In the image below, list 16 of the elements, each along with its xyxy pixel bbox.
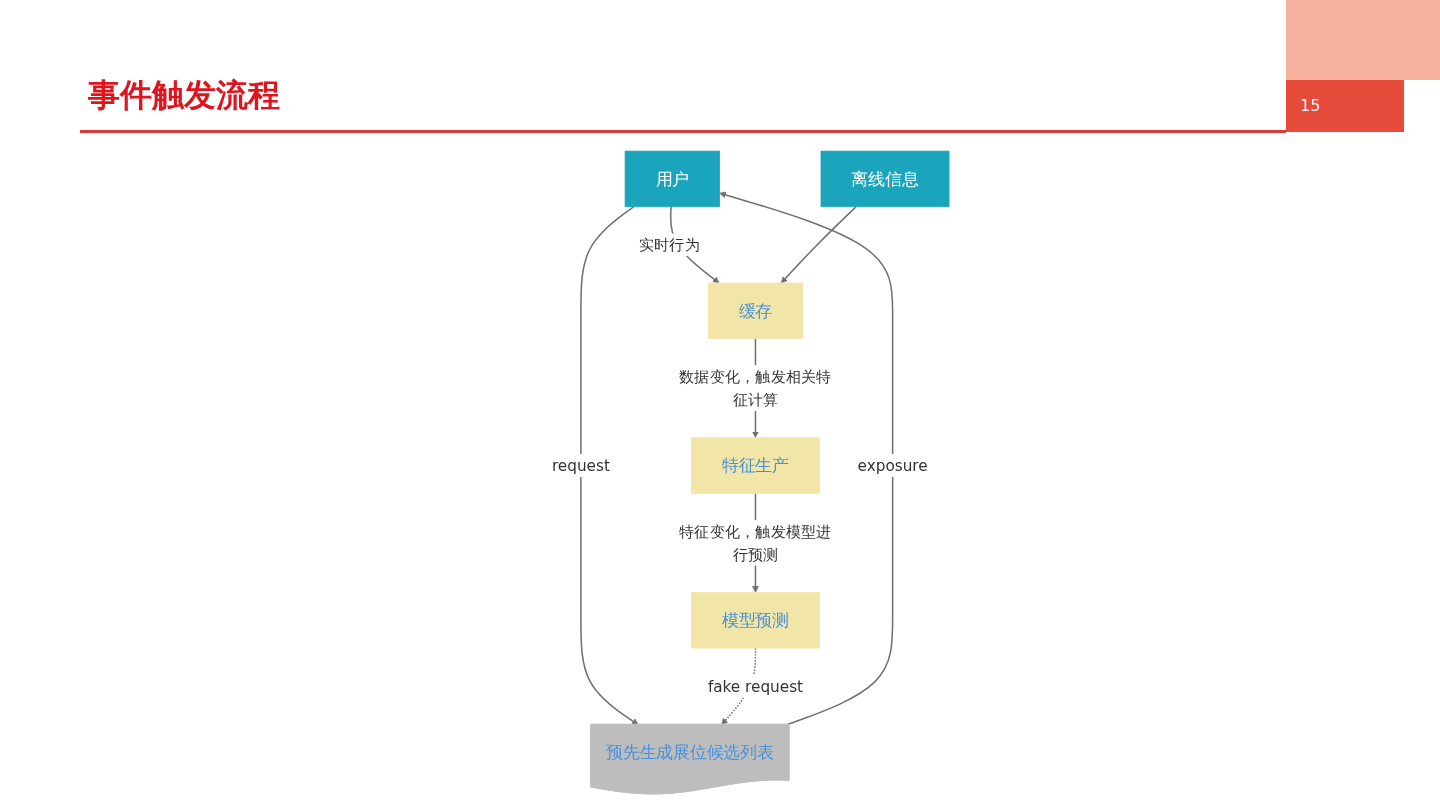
slide-title: 事件触发流程 — [88, 75, 280, 116]
edge-label: exposure — [857, 456, 928, 475]
node-box: 离线信息 — [820, 150, 949, 208]
edge-label: request — [551, 456, 610, 475]
edge-label: 数据变化，触发相关特征计算 — [678, 367, 832, 409]
arrow — [780, 206, 857, 284]
page-number: 15 — [1286, 80, 1404, 132]
node-box: 模型预测 — [690, 592, 820, 649]
arrow — [579, 206, 639, 726]
edge-label: 实时行为 — [638, 235, 700, 255]
node-box: 缓存 — [707, 282, 803, 339]
node-box: 用户 — [624, 150, 720, 208]
node-box: 特征生产 — [690, 437, 820, 494]
arrow — [718, 191, 893, 726]
edge-label: fake request — [707, 677, 803, 696]
edge-label: 特征变化，触发模型进行预测 — [678, 522, 832, 564]
